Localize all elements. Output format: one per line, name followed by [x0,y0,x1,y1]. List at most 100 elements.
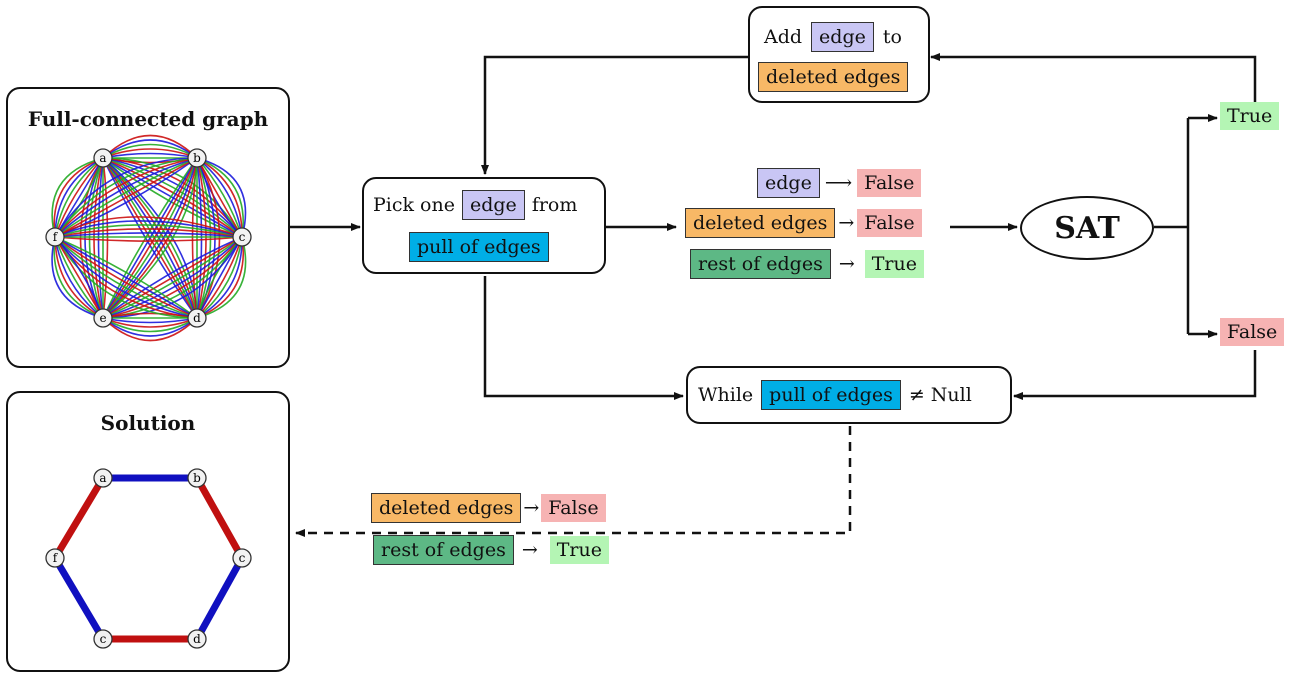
assign-deleted-row: deleted edges → False [685,208,922,238]
graph-edge [196,157,243,238]
add-prefix: Add [764,26,803,48]
graph-edge [53,236,104,319]
graph-edge [102,236,243,319]
graph-edge [54,157,198,238]
graph-edge [54,236,198,319]
graph-edge [54,236,198,319]
true-badge: True [549,536,609,564]
graph-edge [102,134,198,159]
while-prefix: While [698,384,754,406]
graph-node-c: c [232,227,252,247]
graph-node-f: f [45,548,65,568]
graph-node-d: d [187,629,207,649]
sat-solver-node: SAT [1020,196,1154,260]
graph-edge [102,157,109,319]
arrow: → [838,253,855,275]
graph-node-b: b [187,468,207,488]
arrow: → [523,497,540,519]
graph-edge [102,236,243,319]
graph-edge [54,157,198,238]
deleted-edges-tag: deleted edges [685,208,836,238]
graph-edge [54,232,243,238]
graph-edge [54,236,243,242]
solution-panel: Solution a b c d c f [6,391,290,672]
deleted-edges-tag: deleted edges [371,493,522,523]
graph-node-c: c [232,548,252,568]
arrow-sat-branch [1154,118,1190,334]
edge-tag: edge [757,168,820,198]
true-badge: True [1220,102,1280,130]
arrow-pick-to-while [483,276,684,400]
add-edge-box: Add edge to deleted edges [748,6,930,103]
graph-edge [93,157,104,319]
while-loop-box: While pull of edges ≠ Null [686,366,1012,424]
graph-edge [54,157,198,238]
solution-edge [51,476,107,560]
graph-edge [51,236,104,319]
arrow: → [838,212,855,234]
arrow-add-to-pick [481,55,748,175]
graph-edge [54,157,104,238]
assign-rest-row: rest of edges → True [690,249,924,279]
solution-title: Solution [100,411,196,435]
graph-node-c: c [93,629,113,649]
graph-edge [102,157,243,238]
arrow-while-to-solution [295,426,852,537]
graph-edge [102,157,198,319]
svg-text:a: a [99,471,106,485]
svg-text:c: c [239,230,246,244]
graph-edge [54,157,198,238]
rest-of-edges-tag: rest of edges [373,535,514,565]
graph-edge [102,157,243,238]
graph-edge [102,157,198,319]
graph-edge [102,143,198,159]
graph-edge [54,157,198,238]
svg-text:c: c [100,632,107,646]
deleted-edges-tag: deleted edges [758,62,909,92]
pick-suffix: from [531,194,578,216]
graph-edge [102,236,243,319]
graph-edge [51,157,104,238]
solution-graph: a b c d c f [45,468,252,649]
false-badge: False [857,169,922,197]
pick-edge-box: Pick one edge from pull of edges [362,177,606,274]
svg-text:c: c [239,551,246,565]
final-deleted-row: deleted edges → False [371,493,606,523]
graph-edge [102,157,198,319]
svg-text:b: b [193,471,201,485]
graph-edge [79,157,104,319]
false-badge: False [857,209,922,237]
graph-edge [54,228,243,238]
graph-node-e: e [93,308,113,328]
solution-edge [193,476,246,560]
graph-edge [102,317,198,333]
svg-text:f: f [53,551,59,565]
graph-edge [102,317,198,328]
graph-edge [54,157,198,238]
false-branch: False [1220,318,1285,346]
graph-edge [196,157,212,319]
solution-edge [193,556,246,641]
assign-edge-row: edge ⟶ False [757,168,922,198]
graph-node-a: a [93,468,113,488]
graph-edge [54,216,243,238]
arrow-true-to-add [930,53,1257,104]
graph-edge [102,157,198,319]
pull-of-edges-tag: pull of edges [761,380,901,410]
rest-of-edges-tag: rest of edges [690,249,831,279]
graph-node-b: b [187,148,207,168]
graph-edge [102,157,243,238]
solution-edge [51,556,107,641]
graph-edge [54,236,198,319]
graph-edge [102,157,243,238]
graph-node-a: a [93,148,113,168]
svg-text:d: d [193,632,201,646]
pull-of-edges-tag: pull of edges [409,232,549,262]
pick-prefix: Pick one [373,194,455,216]
true-badge: True [864,250,924,278]
graph-edge [196,157,203,319]
false-badge: False [541,494,606,522]
graph-edge [196,157,207,319]
graph-edge [102,157,243,238]
